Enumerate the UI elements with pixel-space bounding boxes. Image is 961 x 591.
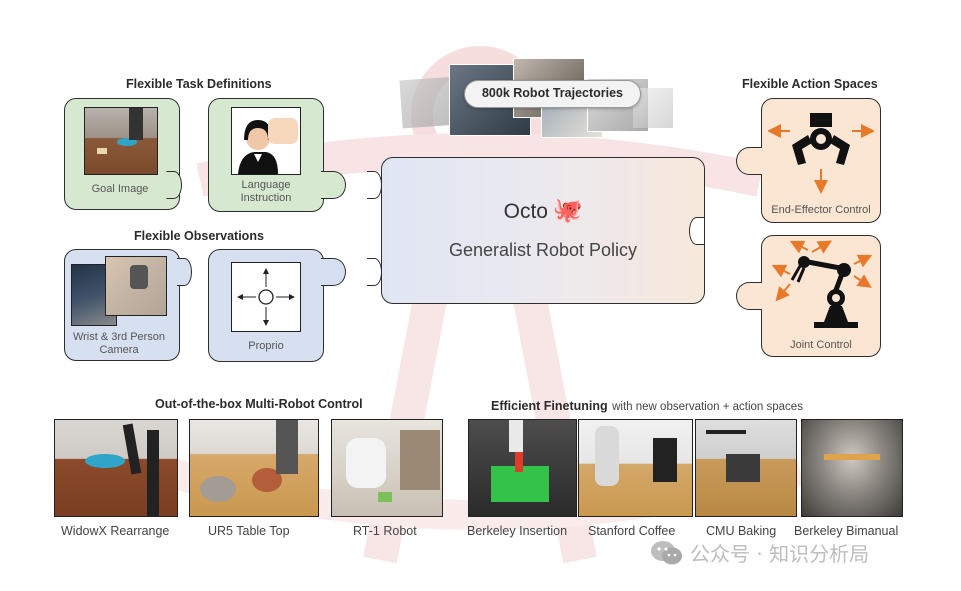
stanford-coffee-label: Stanford Coffee [588,524,676,538]
berkeley-insertion-label: Berkeley Insertion [467,524,568,538]
camera-label-line2: Camera [99,344,139,356]
stanford-coffee-photo [578,419,693,517]
proprio-label: Proprio [248,340,284,352]
ur5-label: UR5 Table Top [208,524,290,538]
end-effector-piece: End-Effector Control [761,98,881,223]
third-person-camera-photo [105,256,167,316]
goal-image-knob [166,171,182,199]
multi-robot-title: Out-of-the-box Multi-Robot Control [155,397,363,411]
watermark: 公众号 · 知识分析局 [650,538,869,567]
octo-policy-piece: Octo 🐙 Generalist Robot Policy [381,157,705,304]
wechat-icon [651,540,682,564]
action-spaces-title: Flexible Action Spaces [742,77,878,91]
joint-control-piece: Joint Control [761,235,881,357]
task-definitions-title: Flexible Task Definitions [126,77,272,91]
joint-control-knob [736,282,762,310]
widowx-label: WidowX Rearrange [61,524,170,538]
goal-image-piece: Goal Image [64,98,180,210]
finetuning-title: Efficient Finetuning [491,399,608,413]
widowx-photo [54,419,178,517]
end-effector-knob [736,147,762,175]
joint-control-label: Joint Control [790,339,852,351]
camera-piece: Wrist & 3rd Person Camera [64,249,180,361]
language-knob [321,171,346,199]
cmu-baking-label: CMU Baking [706,524,777,538]
proprio-knob [321,258,346,286]
proprio-piece: Proprio [208,249,324,362]
octo-subtitle: Generalist Robot Policy [448,240,638,260]
robot-arm-icon [771,240,873,328]
octo-title: Octo 🐙 [382,196,704,224]
goal-image-photo [84,107,158,175]
octo-name: Octo [503,200,548,223]
ur5-photo [189,419,319,517]
gripper-icon [768,113,874,194]
rt1-label: RT-1 Robot [353,524,417,538]
language-photo [231,107,301,175]
observations-title: Flexible Observations [134,229,264,243]
proprio-diagram [231,262,301,332]
dataset-label: 800k Robot Trajectories [481,86,624,100]
camera-knob [177,258,192,286]
center-socket-bottom [367,258,382,286]
language-piece: Language Instruction [208,98,324,212]
berkeley-bimanual-label: Berkeley Bimanual [794,524,899,538]
berkeley-insertion-photo [468,419,577,517]
berkeley-bimanual-photo [801,419,903,517]
center-socket-top [367,171,382,199]
person-speaking-icon [238,118,298,174]
watermark-text: 公众号 · 知识分析局 [690,542,870,566]
camera-label-line1: Wrist & 3rd Person [72,331,166,343]
end-effector-label: End-Effector Control [771,204,871,216]
finetuning-subtitle: with new observation + action spaces [612,401,803,413]
proprio-arrows-icon [237,268,295,326]
finetuning-heading: Efficient Finetuning with new observatio… [491,397,803,415]
center-socket-right [689,217,704,245]
octopus-icon: 🐙 [552,196,583,224]
dataset-badge: 800k Robot Trajectories [464,80,641,108]
cmu-baking-photo [695,419,797,517]
language-label-line1: Language [241,179,291,191]
goal-image-label: Goal Image [91,183,149,195]
rt1-photo [331,419,443,517]
language-label-line2: Instruction [240,192,292,204]
